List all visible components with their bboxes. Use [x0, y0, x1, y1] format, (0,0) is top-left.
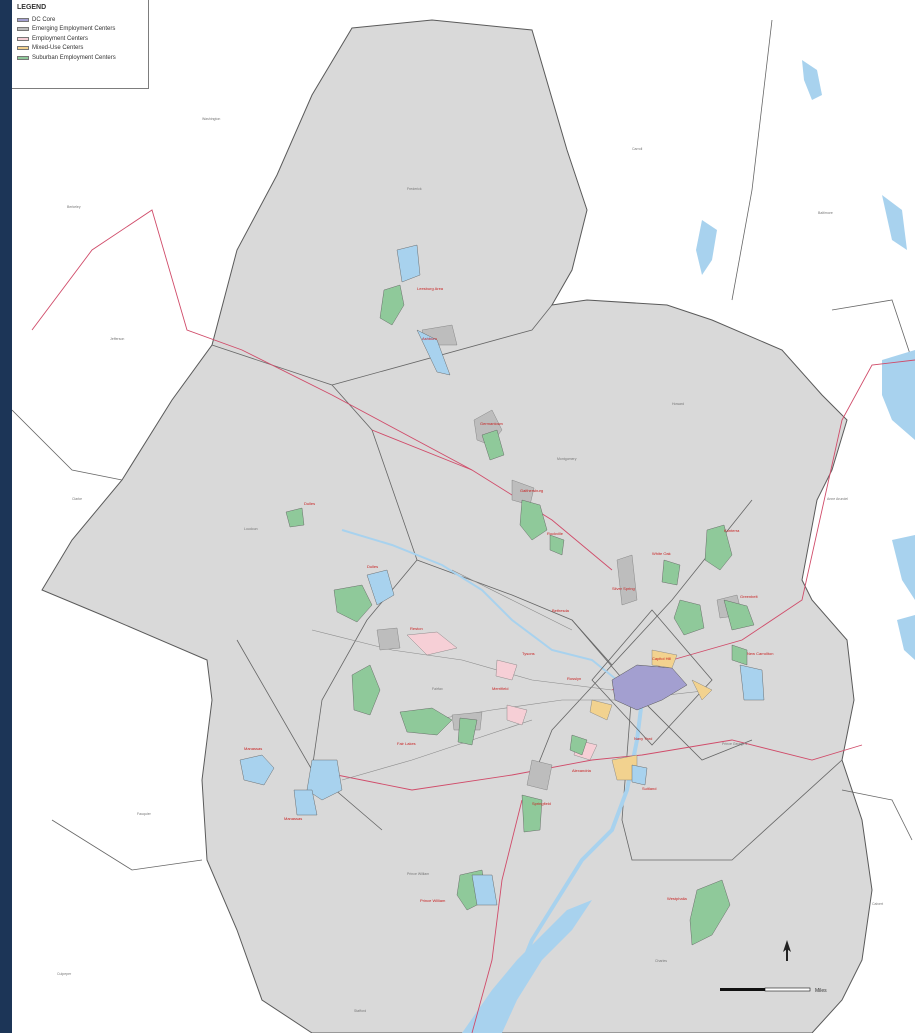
legend-item-emerging-employment: Emerging Employment Centers: [17, 25, 148, 35]
dc-core-zone: [611, 664, 688, 711]
svg-text:Navy Yard: Navy Yard: [634, 736, 652, 741]
scale-unit: Miles: [815, 988, 827, 994]
legend-item-dc-core: DC Core: [17, 15, 148, 25]
svg-text:Frederick: Frederick: [407, 187, 422, 191]
svg-text:Westphalia: Westphalia: [667, 896, 687, 901]
legend-label: DC Core: [32, 16, 56, 23]
svg-text:Rockville: Rockville: [547, 531, 564, 536]
svg-text:Prince George's: Prince George's: [722, 742, 747, 746]
river-estuary: [462, 900, 592, 1033]
suburban-employment-zones: [285, 284, 755, 946]
blue-zones: [239, 244, 765, 906]
svg-text:Manassas: Manassas: [284, 816, 302, 821]
svg-text:Prince William: Prince William: [420, 898, 446, 903]
svg-text:Greenbelt: Greenbelt: [740, 594, 758, 599]
svg-text:Capitol Hill: Capitol Hill: [652, 656, 671, 661]
svg-text:Rosslyn: Rosslyn: [567, 676, 581, 681]
legend-swatch: [17, 46, 29, 51]
svg-text:Reston: Reston: [410, 626, 423, 631]
svg-text:New Carrollton: New Carrollton: [747, 651, 773, 656]
svg-text:Leesburg Area: Leesburg Area: [417, 286, 444, 291]
svg-text:Berkeley: Berkeley: [67, 205, 81, 209]
svg-text:Fair Lakes: Fair Lakes: [397, 741, 416, 746]
svg-text:Jefferson: Jefferson: [110, 337, 124, 341]
scale-bar: Miles: [720, 987, 827, 994]
legend-label: Suburban Employment Centers: [32, 54, 116, 61]
svg-text:Dulles: Dulles: [304, 501, 315, 506]
svg-text:Manassas: Manassas: [244, 746, 262, 751]
svg-text:Tysons: Tysons: [522, 651, 535, 656]
dc-boundary: [591, 609, 713, 746]
study-region: [41, 19, 873, 1033]
map-frame: Leesburg Area Ashburn Germantown Gaither…: [12, 0, 915, 1033]
svg-text:Loudoun: Loudoun: [244, 527, 258, 531]
legend: LEGEND DC Core Emerging Employment Cente…: [12, 0, 149, 89]
legend-item-employment: Employment Centers: [17, 34, 148, 44]
svg-text:Calvert: Calvert: [872, 902, 883, 906]
svg-text:Carroll: Carroll: [632, 147, 643, 151]
legend-item-suburban-employment: Suburban Employment Centers: [17, 53, 148, 63]
svg-text:Prince William: Prince William: [407, 872, 429, 876]
legend-swatch: [17, 36, 29, 41]
reservoir: [802, 60, 822, 100]
legend-item-mixed-use: Mixed-Use Centers: [17, 44, 148, 54]
svg-text:Fauquier: Fauquier: [137, 812, 152, 816]
svg-text:Bethesda: Bethesda: [552, 608, 570, 613]
svg-text:Ashburn: Ashburn: [422, 336, 437, 341]
svg-text:Fairfax: Fairfax: [432, 687, 443, 691]
lake: [696, 220, 717, 275]
svg-text:Dulles: Dulles: [367, 564, 378, 569]
svg-text:Baltimore: Baltimore: [818, 211, 833, 215]
svg-text:Alexandria: Alexandria: [572, 768, 592, 773]
svg-text:Howard: Howard: [672, 402, 684, 406]
svg-text:Montgomery: Montgomery: [557, 457, 577, 461]
svg-text:Konterra: Konterra: [724, 528, 740, 533]
svg-text:Gaithersburg: Gaithersburg: [520, 488, 543, 493]
svg-text:Germantown: Germantown: [480, 421, 503, 426]
center-labels: Leesburg Area Ashburn Germantown Gaither…: [244, 286, 773, 903]
legend-label: Mixed-Use Centers: [32, 45, 84, 52]
svg-text:White Oak: White Oak: [652, 551, 671, 556]
svg-text:Silver Spring: Silver Spring: [612, 586, 635, 591]
legend-label: Employment Centers: [32, 35, 89, 42]
svg-text:Clarke: Clarke: [72, 497, 82, 501]
svg-text:Springfield: Springfield: [532, 801, 551, 806]
county-labels: Washington Carroll Baltimore Frederick B…: [57, 117, 883, 1013]
upper-potomac: [341, 529, 643, 701]
legend-title: LEGEND: [17, 4, 47, 11]
svg-text:Anne Arundel: Anne Arundel: [827, 497, 848, 501]
svg-text:Washington: Washington: [202, 117, 220, 121]
legend-swatch: [17, 27, 29, 32]
legend-swatch: [17, 17, 29, 22]
svg-text:Stafford: Stafford: [354, 1009, 366, 1013]
north-arrow-icon: [783, 940, 791, 961]
svg-text:Suitland: Suitland: [642, 786, 656, 791]
legend-label: Emerging Employment Centers: [32, 26, 116, 33]
svg-text:Culpeper: Culpeper: [57, 972, 72, 976]
regional-map[interactable]: Leesburg Area Ashburn Germantown Gaither…: [12, 0, 915, 1033]
chesapeake-water: [882, 350, 915, 660]
svg-text:Charles: Charles: [655, 959, 667, 963]
legend-swatch: [17, 55, 29, 60]
mixed-use-zones: [589, 649, 713, 781]
svg-text:Merrifield: Merrifield: [492, 686, 508, 691]
lake: [882, 195, 907, 250]
